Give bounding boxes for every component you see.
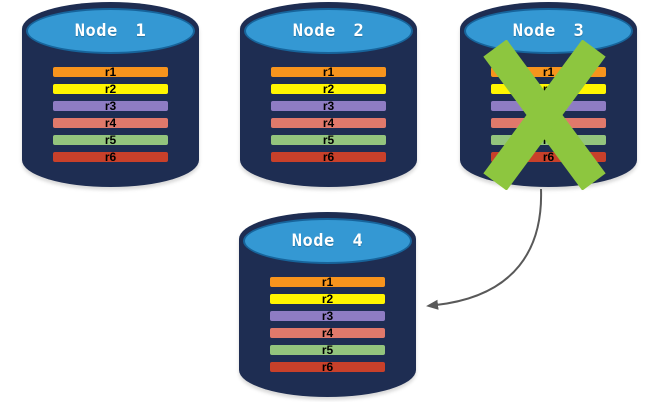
record-label: r1 (104, 65, 117, 79)
record-label: r5 (104, 133, 117, 147)
record-label: r4 (104, 116, 117, 130)
record-bar-r4: r4 (51, 116, 170, 130)
record-bar-r5: r5 (268, 343, 387, 357)
record-bar-r6: r6 (268, 360, 387, 374)
record-label: r6 (322, 150, 335, 164)
record-bar-r3: r3 (489, 99, 608, 113)
node-2-records: r1 r2 r3 r4 r5 r6 (269, 65, 388, 164)
node-3-top-ellipse: Node 3 (464, 8, 633, 54)
record-label: r4 (322, 116, 335, 130)
record-label: r6 (104, 150, 117, 164)
record-bar-r2: r2 (51, 82, 170, 96)
record-label: r5 (322, 133, 335, 147)
node-4: Node 4 r1 r2 r3 r4 r5 r6 (239, 212, 416, 397)
record-bar-r2: r2 (489, 82, 608, 96)
record-label: r1 (542, 65, 555, 79)
node-3-records: r1 r2 r3 r4 r5 r6 (489, 65, 608, 164)
record-label: r4 (321, 326, 334, 340)
node-3: Node 3 r1 r2 r3 r4 r5 r6 (460, 2, 637, 190)
record-bar-r3: r3 (51, 99, 170, 113)
node-2-label: Node 2 (292, 21, 365, 41)
record-label: r2 (104, 82, 117, 96)
failover-arrow-path (426, 188, 543, 310)
record-label: r3 (321, 309, 334, 323)
record-bar-r4: r4 (268, 326, 387, 340)
record-label: r4 (542, 116, 555, 130)
record-label: r5 (321, 343, 334, 357)
record-label: r2 (322, 82, 335, 96)
record-bar-r3: r3 (269, 99, 388, 113)
record-label: r1 (322, 65, 335, 79)
record-bar-r6: r6 (269, 150, 388, 164)
node-1: Node 1 r1 r2 r3 r4 r5 r6 (22, 2, 199, 187)
node-4-records: r1 r2 r3 r4 r5 r6 (268, 275, 387, 374)
record-bar-r6: r6 (51, 150, 170, 164)
record-bar-r6: r6 (489, 150, 608, 164)
record-bar-r5: r5 (51, 133, 170, 147)
node-1-label: Node 1 (74, 21, 147, 41)
record-bar-r4: r4 (269, 116, 388, 130)
node-4-label: Node 4 (291, 231, 364, 251)
record-bar-r4: r4 (489, 116, 608, 130)
record-label: r2 (321, 292, 334, 306)
record-label: r6 (542, 150, 555, 164)
record-label: r6 (321, 360, 334, 374)
node-2: Node 2 r1 r2 r3 r4 r5 r6 (240, 2, 417, 187)
record-label: r3 (104, 99, 117, 113)
record-label: r3 (542, 99, 555, 113)
record-label: r2 (542, 82, 555, 96)
record-bar-r3: r3 (268, 309, 387, 323)
record-bar-r5: r5 (489, 133, 608, 147)
record-label: r3 (322, 99, 335, 113)
node-3-label: Node 3 (512, 21, 585, 41)
record-bar-r2: r2 (269, 82, 388, 96)
record-bar-r1: r1 (268, 275, 387, 289)
record-bar-r1: r1 (51, 65, 170, 79)
record-bar-r2: r2 (268, 292, 387, 306)
record-bar-r1: r1 (269, 65, 388, 79)
node-1-top-ellipse: Node 1 (26, 8, 195, 54)
node-4-top-ellipse: Node 4 (243, 218, 412, 264)
node-1-records: r1 r2 r3 r4 r5 r6 (51, 65, 170, 164)
record-bar-r5: r5 (269, 133, 388, 147)
record-bar-r1: r1 (489, 65, 608, 79)
node-2-top-ellipse: Node 2 (244, 8, 413, 54)
record-label: r1 (321, 275, 334, 289)
record-label: r5 (542, 133, 555, 147)
